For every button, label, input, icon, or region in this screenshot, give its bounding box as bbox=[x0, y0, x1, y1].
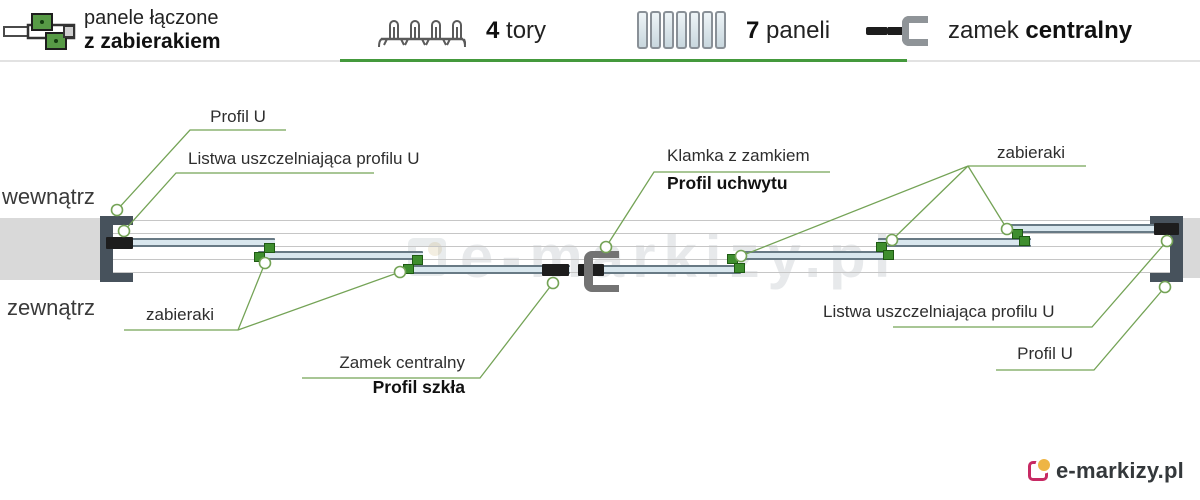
callout-handle-line2: Profil uchwytu bbox=[667, 173, 788, 193]
zabierak-clip bbox=[734, 263, 745, 273]
central-lock-left-half bbox=[542, 264, 569, 276]
tracks-icon bbox=[378, 20, 466, 48]
panel-2 bbox=[258, 251, 423, 260]
callout-central-lock-line2: Profil szkła bbox=[372, 377, 465, 397]
joined-panels-icon bbox=[3, 13, 76, 50]
u-profile-seal-right bbox=[1154, 223, 1179, 235]
panels-icon bbox=[637, 11, 726, 49]
callout-central-lock-line1: Zamek centralny bbox=[339, 353, 465, 372]
u-profile-seal-left bbox=[106, 237, 133, 249]
zabierak-clip bbox=[412, 255, 423, 265]
brand-logo[interactable]: e-markizy.pl bbox=[1028, 458, 1184, 484]
feature-title-line2: z zabierakiem bbox=[84, 30, 221, 53]
stat-panels-value: 7 bbox=[746, 17, 760, 44]
central-lock-icon bbox=[866, 16, 930, 46]
callout-handle-line1: Klamka z zamkiem bbox=[667, 146, 810, 165]
brand-logo-text: e-markizy.pl bbox=[1056, 458, 1184, 483]
brand-mark-icon bbox=[1028, 459, 1050, 481]
stat-tracks-label: tory bbox=[506, 17, 547, 44]
stat-central-lock: zamek centralny bbox=[948, 17, 1132, 45]
callout-seal-strip-right: Listwa uszczelniająca profilu U bbox=[823, 302, 1055, 321]
wall-left bbox=[0, 218, 100, 280]
zabierak-clip bbox=[403, 264, 414, 274]
feature-title-line1: panele łączone bbox=[84, 7, 219, 29]
stat-lock-word: zamek bbox=[948, 17, 1019, 44]
stat-lock-word-bold: centralny bbox=[1025, 17, 1133, 44]
track-line bbox=[113, 220, 1170, 221]
callout-profil-u-right: Profil U bbox=[1017, 344, 1073, 363]
callout-zabieraki-right: zabieraki bbox=[997, 143, 1066, 162]
header-green-underline bbox=[340, 59, 907, 62]
zabierak-clip bbox=[883, 250, 894, 260]
stat-panels-label: paneli bbox=[766, 17, 831, 44]
zabierak-clip bbox=[254, 252, 265, 262]
callout-profil-u-left: Profil U bbox=[210, 107, 266, 126]
header-bar: panele łączone z zabierakiem 4 tory 7 pa… bbox=[0, 0, 1200, 62]
zabierak-clip bbox=[1019, 236, 1030, 246]
track-line bbox=[113, 259, 1170, 260]
zabierak-clip bbox=[264, 243, 275, 253]
callout-seal-strip-left: Listwa uszczelniająca profilu U bbox=[188, 149, 420, 168]
callout-zabieraki-left: zabieraki bbox=[146, 305, 215, 324]
panel-4 bbox=[578, 265, 741, 274]
stat-panels: 7 paneli bbox=[746, 17, 830, 45]
u-profile-left bbox=[100, 216, 133, 282]
stat-tracks-value: 4 bbox=[486, 17, 500, 44]
panel-1 bbox=[106, 238, 275, 247]
feature-title: panele łączone z zabierakiem bbox=[84, 7, 221, 53]
outside-label: zewnątrz bbox=[7, 295, 96, 320]
inside-label: wewnątrz bbox=[2, 184, 95, 209]
panel-5 bbox=[740, 251, 893, 260]
stat-tracks: 4 tory bbox=[486, 17, 546, 45]
wall-right bbox=[1183, 218, 1200, 278]
callout-central-lock: Zamek centralny Profil szkła bbox=[280, 353, 465, 398]
panel-7 bbox=[1005, 224, 1179, 233]
handle-profile bbox=[584, 251, 619, 292]
panel-3 bbox=[403, 265, 570, 274]
callout-handle-with-lock: Klamka z zamkiem Profil uchwytu bbox=[667, 146, 810, 194]
panel-6 bbox=[878, 238, 1031, 247]
